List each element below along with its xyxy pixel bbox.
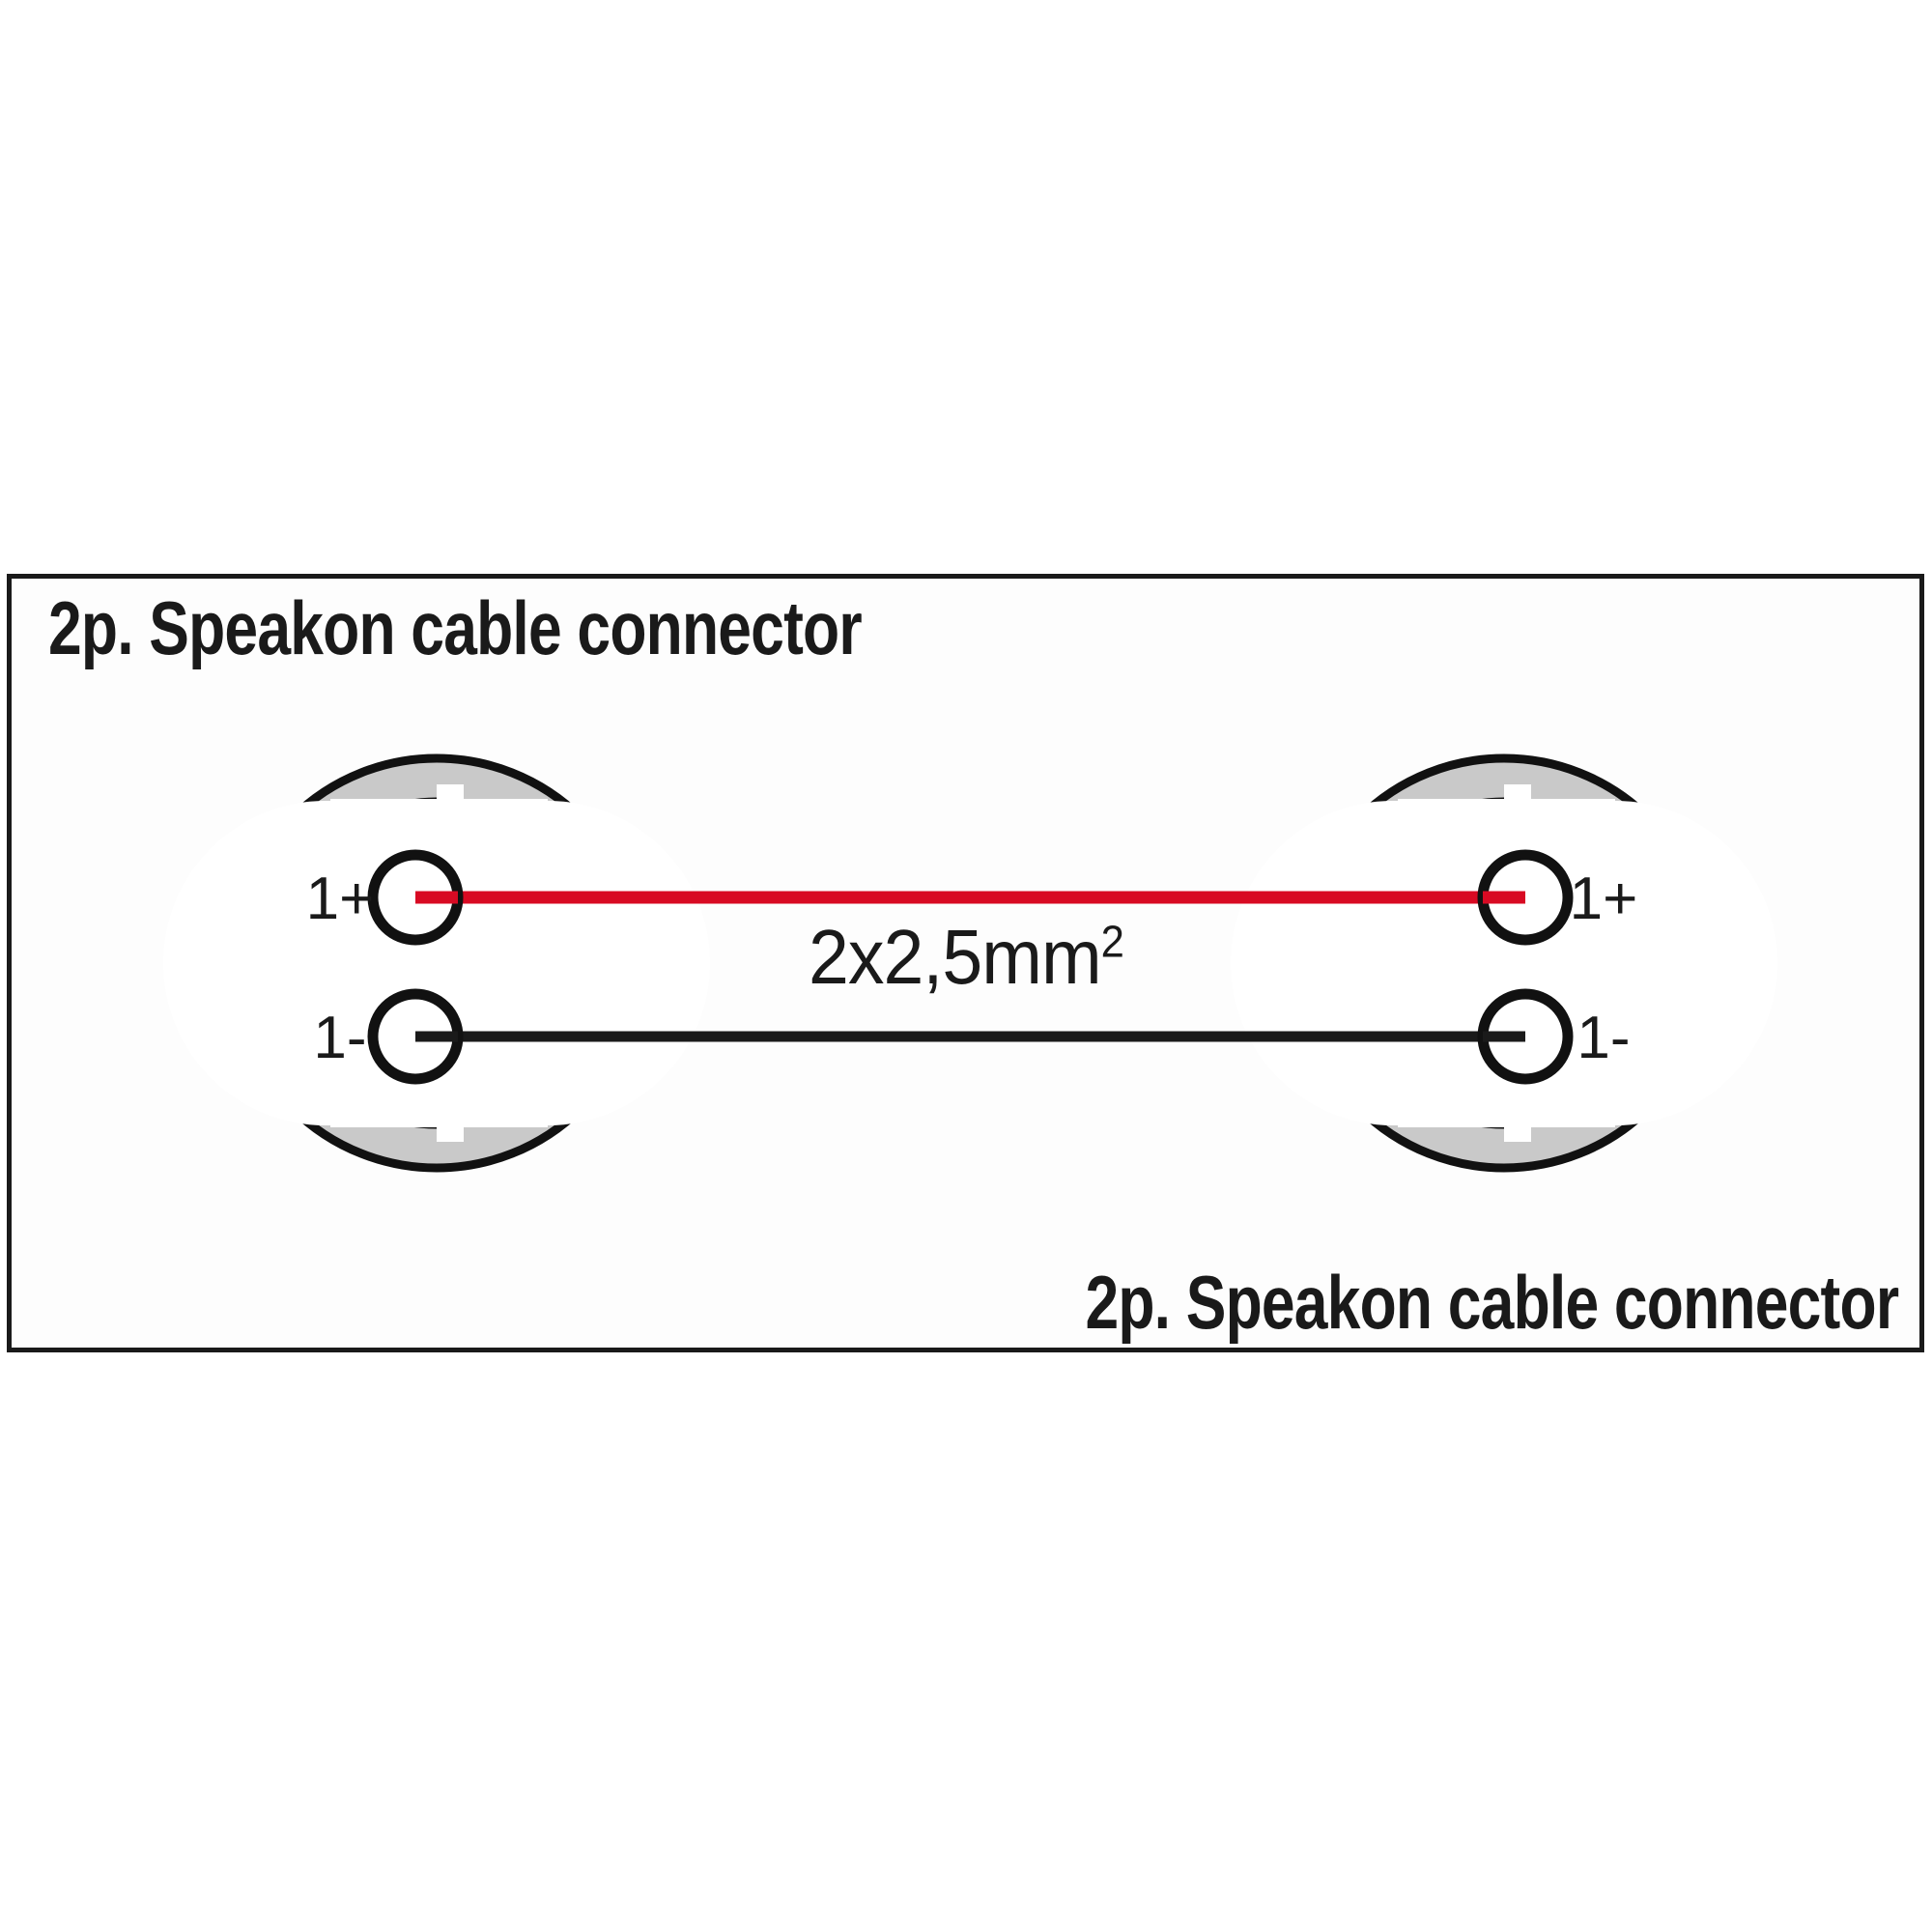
right-face-top-chord [1398, 799, 1615, 805]
right-connector-caption: 2p. Speakon cable connector [1085, 1260, 1899, 1345]
connector-schematic-svg: 1+ 1- 1+ 1- [163, 753, 1777, 1173]
cable-gauge-value: 2x2,5mm [808, 914, 1102, 1000]
left-face-bottom-chord [330, 1122, 548, 1127]
right-face-bottom-chord [1398, 1122, 1615, 1127]
left-pin-1minus-label: 1- [313, 1005, 366, 1071]
left-pin-1plus-label: 1+ [306, 866, 375, 932]
cable-gauge-label: 2x2,5mm2 [809, 916, 1124, 996]
cable-gauge-exponent: 2 [1100, 916, 1123, 967]
left-speakon-connector[interactable] [163, 753, 710, 1173]
right-pin-1plus-label: 1+ [1570, 866, 1638, 932]
left-face-top-chord [330, 799, 548, 805]
right-speakon-connector[interactable] [1231, 753, 1777, 1173]
speakon-wiring-diagram-frame: 2p. Speakon cable connector 2p. Speakon … [7, 574, 1924, 1352]
left-connector-face [163, 784, 710, 1142]
left-connector-caption: 2p. Speakon cable connector [48, 585, 863, 670]
right-connector-face [1231, 784, 1777, 1142]
right-pin-1minus-label: 1- [1577, 1005, 1630, 1071]
